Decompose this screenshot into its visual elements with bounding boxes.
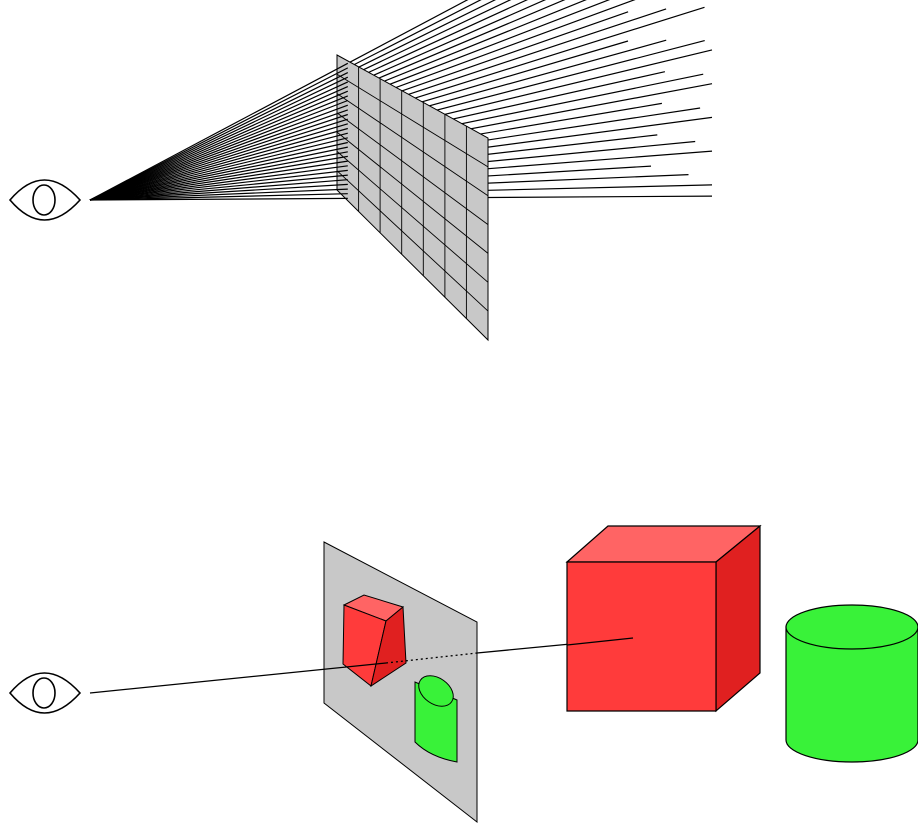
ray-incoming (89, 188, 348, 201)
rays-to-screen (89, 62, 349, 201)
ray-outgoing (347, 0, 482, 69)
ray-incoming (89, 151, 348, 201)
grid-line-horizontal (336, 93, 489, 197)
ray-outgoing (347, 0, 587, 97)
ray-incoming (89, 76, 349, 201)
ray-incoming (89, 132, 348, 201)
ray-incoming (89, 165, 348, 201)
eye-icon (8, 179, 82, 221)
ray-incoming (89, 67, 349, 201)
top-panel (8, 0, 713, 342)
grid-line-horizontal (336, 73, 489, 168)
ray-incoming (89, 137, 348, 201)
ray-outgoing (347, 0, 529, 83)
image-plane (323, 541, 478, 824)
ray-incoming (89, 174, 348, 201)
ray-outgoing (347, 0, 566, 92)
ray-outgoing (347, 0, 497, 74)
view-ray-front (89, 662, 387, 694)
ray-incoming (89, 109, 348, 201)
ray-incoming (89, 197, 348, 201)
grid-line-horizontal (336, 112, 489, 225)
ray-incoming (89, 90, 349, 201)
ray-incoming (89, 72, 349, 201)
image-plane-grid (336, 54, 489, 342)
ray-incoming (89, 127, 348, 201)
eye-icon (8, 672, 82, 714)
grid-line-horizontal (336, 131, 489, 254)
ray-incoming (89, 113, 348, 201)
ray-incoming (89, 141, 348, 201)
ray-outgoing (347, 0, 611, 102)
ray-incoming (89, 95, 349, 201)
ray-incoming (89, 160, 348, 201)
ray-incoming (89, 183, 348, 201)
cylinder (785, 604, 918, 763)
ray-incoming (89, 193, 348, 201)
cube (565, 524, 762, 713)
ray-incoming (89, 99, 349, 201)
ray-incoming (89, 118, 348, 201)
ray-incoming (89, 104, 349, 201)
ray-outgoing (347, 0, 469, 64)
view-ray-on-cube (566, 637, 634, 646)
ray-outgoing (347, 0, 547, 88)
ray-incoming (89, 62, 349, 201)
ray-incoming (89, 146, 348, 201)
ray-incoming (89, 155, 348, 201)
bottom-panel (8, 524, 918, 824)
ray-incoming (89, 81, 349, 201)
grid-line-horizontal (336, 170, 489, 312)
grid-line-horizontal (336, 151, 489, 283)
cylinder-projection (414, 675, 458, 763)
ray-outgoing (347, 0, 636, 106)
ray-incoming (89, 123, 348, 201)
view-ray-through-plane (385, 652, 478, 664)
ray-outgoing (347, 0, 512, 78)
ray-incoming (89, 86, 349, 201)
ray-incoming (89, 169, 348, 201)
ray-incoming (89, 179, 348, 201)
